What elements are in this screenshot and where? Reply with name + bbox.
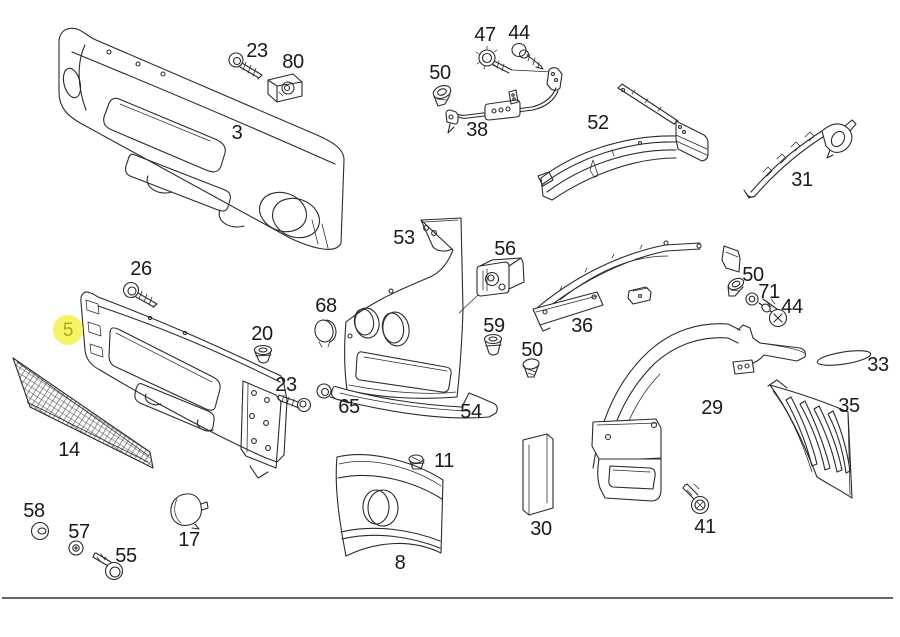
callout-47[interactable]: 47 (474, 24, 496, 46)
callout-23-top[interactable]: 23 (246, 40, 268, 62)
part-cap-68[interactable] (313, 318, 337, 348)
part-bolt-55[interactable] (92, 552, 124, 581)
part-grommet-58[interactable] (30, 521, 50, 541)
callout-52[interactable]: 52 (587, 112, 609, 134)
part-screw-26[interactable] (122, 281, 158, 308)
part-screw-23-top[interactable] (228, 52, 263, 80)
part-screw-44-right[interactable] (758, 298, 788, 328)
part-cap-17[interactable] (170, 493, 209, 530)
part-washer-71[interactable] (745, 292, 759, 306)
callout-80[interactable]: 80 (282, 51, 304, 73)
callout-3[interactable]: 3 (231, 122, 243, 144)
part-clip-20[interactable] (253, 344, 273, 364)
callout-30[interactable]: 30 (530, 518, 552, 540)
part-bolt-41[interactable] (682, 483, 710, 515)
part-front-bumper[interactable] (58, 27, 345, 250)
part-bracket-31[interactable] (743, 119, 857, 199)
callout-44-top[interactable]: 44 (508, 22, 530, 44)
part-corner-8[interactable] (335, 454, 444, 557)
callout-68[interactable]: 68 (315, 295, 337, 317)
part-clip-50-top[interactable] (431, 83, 452, 107)
callout-55[interactable]: 55 (115, 545, 137, 567)
part-clip-11[interactable] (408, 454, 425, 470)
part-nut-57[interactable] (68, 540, 84, 556)
callout-50-mid[interactable]: 50 (521, 339, 543, 361)
callout-56[interactable]: 56 (494, 238, 516, 260)
part-screw-44-top[interactable] (511, 42, 544, 70)
part-bracket-38[interactable] (445, 67, 563, 134)
callout-44-right[interactable]: 44 (781, 296, 803, 318)
callout-26[interactable]: 26 (130, 258, 152, 280)
callout-71[interactable]: 71 (758, 281, 780, 303)
part-clip-50-right[interactable] (727, 276, 746, 297)
callout-11[interactable]: 11 (434, 450, 454, 472)
callout-54[interactable]: 54 (460, 401, 482, 423)
callout-35[interactable]: 35 (838, 395, 860, 417)
part-trim-33[interactable] (816, 348, 872, 368)
part-liner-35[interactable] (767, 379, 853, 499)
part-headlamp-panel[interactable] (344, 217, 464, 399)
callout-50-right[interactable]: 50 (742, 264, 764, 286)
part-wheel-arch-36[interactable] (532, 240, 741, 332)
callout-59[interactable]: 59 (483, 315, 505, 337)
part-film-30[interactable] (522, 433, 554, 516)
callout-29[interactable]: 29 (701, 397, 723, 419)
part-screw-23-mid[interactable] (277, 394, 312, 413)
callout-8[interactable]: 8 (394, 552, 406, 574)
callout-17[interactable]: 17 (178, 529, 200, 551)
part-wheel-arch-52[interactable] (537, 83, 709, 201)
callout-20[interactable]: 20 (251, 323, 273, 345)
callout-14[interactable]: 14 (58, 439, 80, 461)
part-bracket-56[interactable] (458, 257, 525, 314)
part-wheel-arch-29[interactable] (591, 323, 806, 502)
callout-50-top[interactable]: 50 (429, 62, 451, 84)
callout-23-mid[interactable]: 23 (275, 374, 297, 396)
part-mesh-grille[interactable] (12, 357, 154, 469)
callout-57[interactable]: 57 (68, 521, 90, 543)
part-clip-50-mid[interactable] (522, 358, 540, 378)
callout-31[interactable]: 31 (791, 169, 813, 191)
callout-53[interactable]: 53 (393, 227, 415, 249)
part-clip-80[interactable] (267, 73, 303, 103)
callout-38[interactable]: 38 (466, 119, 488, 141)
callout-65[interactable]: 65 (338, 396, 360, 418)
callout-5[interactable]: 5 (53, 315, 83, 345)
callout-36[interactable]: 36 (571, 315, 593, 337)
part-grommet-59[interactable] (483, 333, 503, 356)
part-screw-47[interactable] (475, 45, 513, 74)
callout-58[interactable]: 58 (23, 500, 45, 522)
part-front-panel[interactable] (80, 291, 288, 479)
part-spoiler-54[interactable] (330, 385, 498, 419)
callout-33[interactable]: 33 (867, 354, 889, 376)
callout-41[interactable]: 41 (694, 516, 716, 538)
